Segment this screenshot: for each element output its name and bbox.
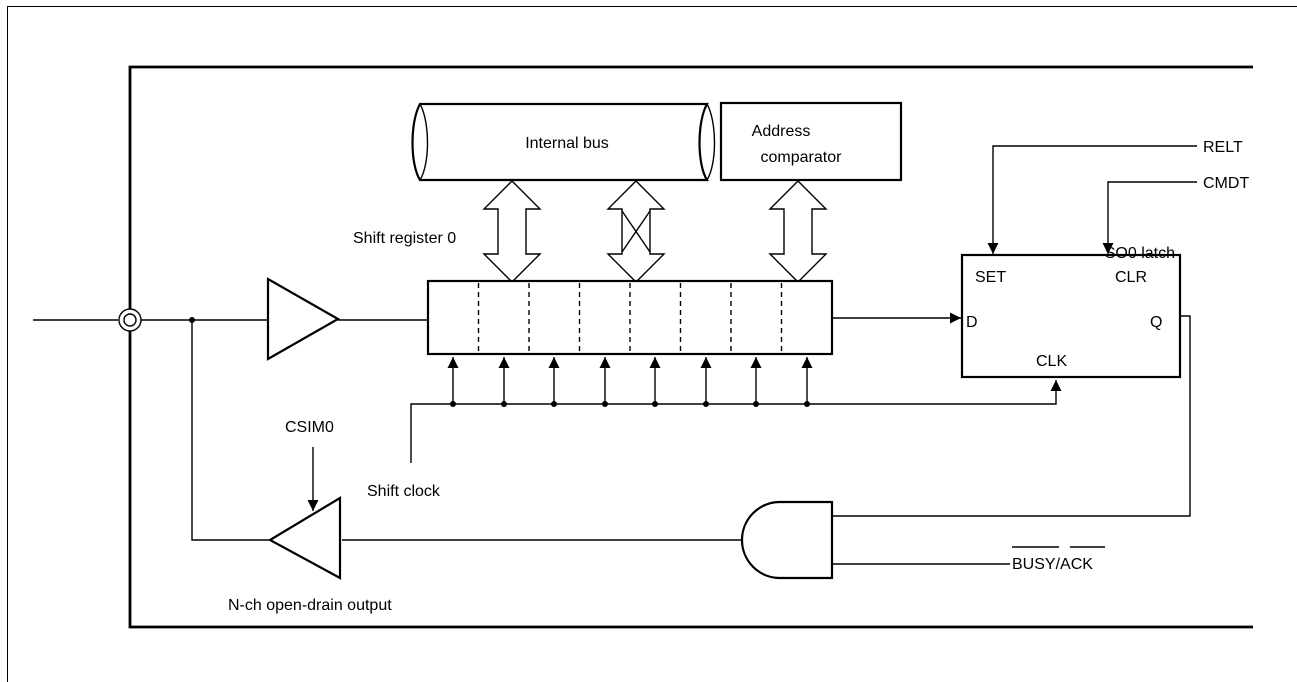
cmdt-label: CMDT [1203, 175, 1249, 192]
page-frame [7, 6, 1297, 682]
internal-bus [411, 102, 716, 182]
address-comparator [719, 101, 903, 182]
shift-clock-junction-dot [551, 401, 557, 407]
shift-clock-junction-dot [804, 401, 810, 407]
csim0-label: CSIM0 [285, 419, 334, 436]
input-buffer [266, 277, 341, 361]
relt-label: RELT [1203, 139, 1243, 156]
shift-clock-junction-dot [501, 401, 507, 407]
bus-arrow-crossed [606, 180, 666, 283]
address-comparator-label-line2: comparator [761, 149, 843, 166]
bus-arrow-right [768, 180, 828, 283]
latch-set-label: SET [975, 269, 1006, 286]
shift-clock-junction-dot [602, 401, 608, 407]
shift-register-bit-dividers [477, 283, 783, 352]
nch-output-label: N-ch open-drain output [228, 597, 392, 614]
output-feedback-wire [191, 320, 270, 541]
shift-clock-junction-dot [753, 401, 759, 407]
latch-q-to-and-wire [832, 315, 1191, 517]
bus-arrow-left [482, 180, 542, 283]
shift-register [426, 279, 834, 356]
latch-d-label: D [966, 314, 978, 331]
block-boundary [128, 65, 1253, 629]
busy-ack-label: BUSY/ACK [1012, 556, 1093, 573]
latch-clk-label: CLK [1036, 353, 1067, 370]
output-buffer [267, 496, 342, 580]
relt-wire [987, 145, 1197, 254]
latch-q-label: Q [1150, 314, 1162, 331]
shift-clock-wire [410, 380, 1062, 463]
shift-clock-junction-dot [703, 401, 709, 407]
internal-bus-label: Internal bus [525, 135, 609, 152]
and-gate [740, 500, 834, 580]
address-comparator-label-line1: Address [752, 123, 811, 140]
shift-clock-label: Shift clock [367, 483, 441, 500]
shift-clock-taps [447, 357, 813, 407]
shift-clock-junction-dot [652, 401, 658, 407]
latch-clr-label: CLR [1115, 269, 1147, 286]
shift-register-label: Shift register 0 [353, 230, 456, 247]
pin-terminal-inner [123, 313, 137, 327]
shift-clock-junction-dot [450, 401, 456, 407]
cmdt-wire [1102, 181, 1197, 254]
so0-latch-label: SO0 latch [1105, 245, 1175, 262]
so0-latch [960, 253, 1182, 379]
